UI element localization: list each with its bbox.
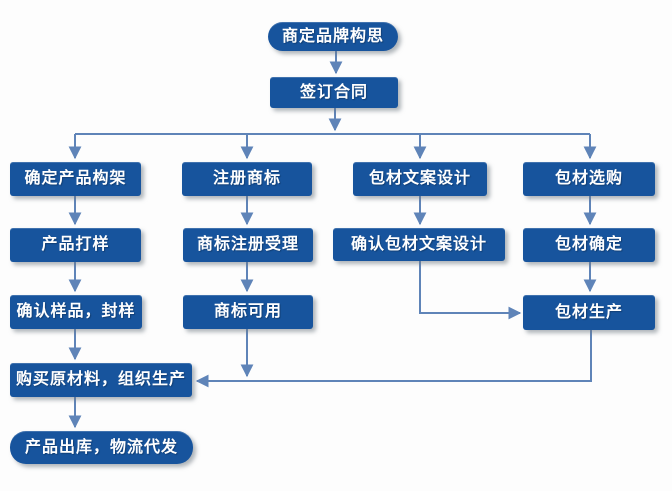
flow-node-label: 确认样品，封样 <box>16 303 136 320</box>
flow-node-product-sampling: 产品打样 <box>10 228 141 262</box>
flow-node-label: 签订合同 <box>299 83 368 101</box>
flow-node-purchase-materials: 购买原材料，组织生产 <box>10 363 192 397</box>
flow-node-label: 注册商标 <box>212 170 281 187</box>
flow-connector-confirm-copy-to-production <box>419 261 522 320</box>
flow-node-brand-concept: 商定品牌构思 <box>268 22 398 51</box>
flow-node-label: 包材确定 <box>554 236 623 253</box>
flow-node-product-shipping: 产品出库，物流代发 <box>10 431 193 464</box>
flow-node-label: 购买原材料，组织生产 <box>15 371 186 388</box>
flow-node-label: 包材选购 <box>554 170 623 187</box>
flow-node-confirm-packaging-copy: 确认包材文案设计 <box>333 228 505 261</box>
flow-node-packaging-production: 包材生产 <box>523 295 655 330</box>
flow-node-label: 确定产品构架 <box>24 170 127 187</box>
flow-node-label: 商标可用 <box>213 303 282 320</box>
flow-node-confirm-sample: 确认样品，封样 <box>10 295 142 329</box>
flow-node-register-trademark: 注册商标 <box>182 162 312 196</box>
flow-node-label: 确认包材文案设计 <box>350 235 487 253</box>
flow-node-sign-contract: 签订合同 <box>270 77 398 108</box>
flow-node-packaging-copy-design: 包材文案设计 <box>353 162 487 196</box>
flow-node-label: 产品出库，物流代发 <box>24 438 178 456</box>
flow-node-label: 商定品牌构思 <box>281 27 384 45</box>
flow-node-product-structure: 确定产品构架 <box>10 162 141 196</box>
flow-connector-production-to-purchase <box>195 330 592 388</box>
flow-node-trademark-available: 商标可用 <box>183 295 313 329</box>
flow-node-label: 产品打样 <box>41 236 110 253</box>
flow-node-label: 包材文案设计 <box>368 170 471 187</box>
flow-node-packaging-selection: 包材选购 <box>523 162 655 196</box>
flow-node-trademark-acceptance: 商标注册受理 <box>183 228 313 262</box>
flow-node-label: 商标注册受理 <box>196 236 299 253</box>
flow-node-packaging-confirmed: 包材确定 <box>523 228 655 262</box>
flow-node-label: 包材生产 <box>554 303 623 321</box>
